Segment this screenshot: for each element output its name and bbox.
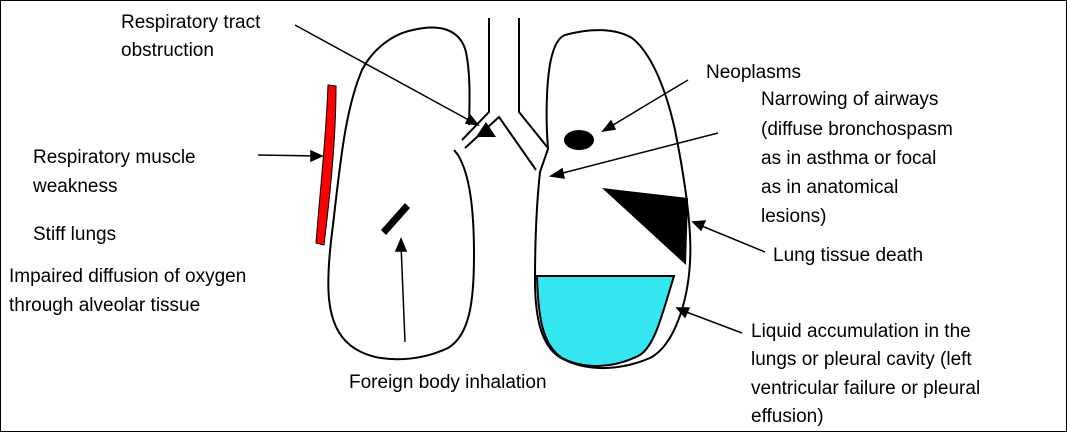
label-stiff-lungs: Stiff lungs xyxy=(33,224,116,245)
label-narrowing-of-airways: Narrowing of airways (diffuse bronchospa… xyxy=(761,89,958,227)
foreign-body-mark xyxy=(381,203,410,235)
arrow-tissue-death xyxy=(697,224,765,252)
arrow-obstruction-head xyxy=(466,115,478,125)
label-lung-tissue-death: Lung tissue death xyxy=(773,245,923,266)
fluid-accumulation xyxy=(537,276,674,366)
neoplasm-mark xyxy=(564,130,594,150)
arrow-liquid-head xyxy=(677,308,689,317)
arrow-obstruction xyxy=(295,25,476,124)
arrow-neoplasm xyxy=(608,80,688,128)
arrow-foreign-body-head xyxy=(396,239,406,251)
arrow-muscle xyxy=(258,155,318,156)
obstruction-mark xyxy=(476,122,496,137)
arrow-narrowing-head xyxy=(551,169,564,178)
trachea-outline xyxy=(462,18,548,170)
tissue-death-wedge xyxy=(602,188,688,265)
arrow-liquid xyxy=(681,310,742,333)
arrow-foreign-body xyxy=(401,244,405,342)
arrow-neoplasm-head xyxy=(603,121,615,131)
left-lung-outline xyxy=(328,28,474,360)
label-foreign-body-inhalation: Foreign body inhalation xyxy=(349,372,547,393)
label-neoplasms: Neoplasms xyxy=(706,62,801,83)
label-respiratory-tract-obstruction: Respiratory tract obstruction xyxy=(121,12,266,61)
arrow-muscle-head xyxy=(311,151,322,161)
pointer-arrows xyxy=(258,25,765,342)
label-impaired-diffusion: Impaired diffusion of oxygen through alv… xyxy=(9,266,252,316)
label-respiratory-muscle-weakness: Respiratory muscle weakness xyxy=(32,147,201,197)
arrow-tissue-death-head xyxy=(693,221,705,230)
label-liquid-accumulation: Liquid accumulation in the lungs or pleu… xyxy=(751,321,985,427)
